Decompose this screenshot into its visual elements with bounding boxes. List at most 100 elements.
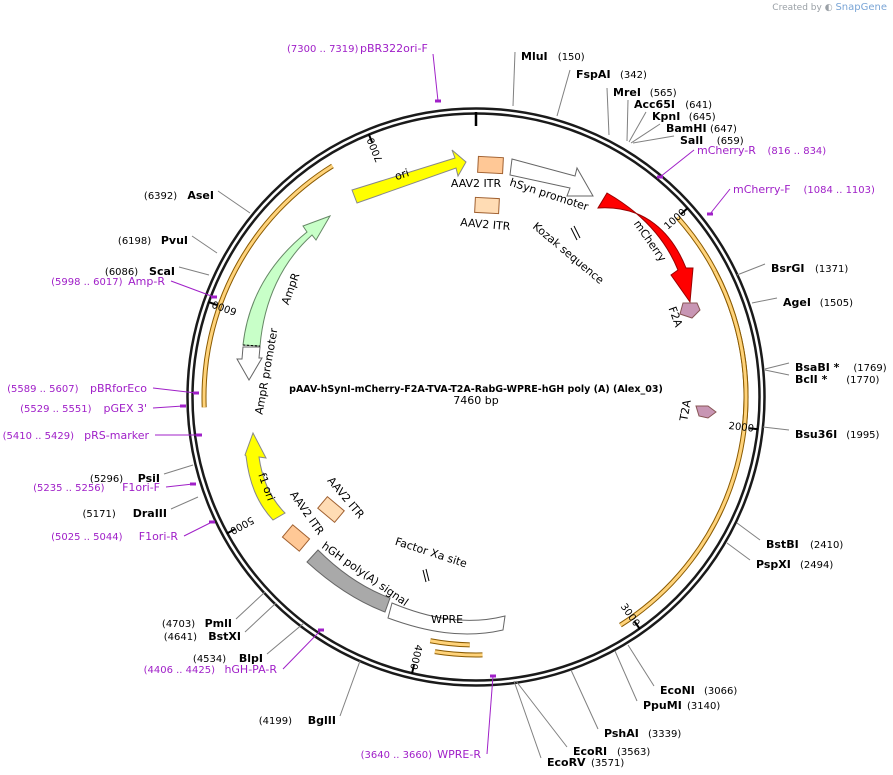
aav2-itr-feature xyxy=(477,155,504,175)
primer-range: (3640 .. 3660) xyxy=(361,750,433,761)
primer-name: F1ori-R xyxy=(139,530,179,543)
site-position: (645) xyxy=(689,112,716,123)
factor-xa-mark xyxy=(425,568,430,582)
site-position: (659) xyxy=(717,136,744,147)
site-position: (2494) xyxy=(800,560,833,571)
site-leader-line xyxy=(627,644,655,687)
site-leader-line xyxy=(570,669,599,730)
site-leader-line xyxy=(606,87,610,136)
site-name: EcoNI xyxy=(660,684,695,697)
primer-name: WPRE-R xyxy=(437,748,481,761)
orf-arc xyxy=(430,639,470,647)
site-name: PvuI xyxy=(161,234,188,247)
primer-leader-line xyxy=(282,629,322,670)
mcherry-feature xyxy=(597,192,694,304)
f1-ori-feature xyxy=(244,431,286,521)
aav2-itr-feature xyxy=(474,196,500,215)
primer-range: (7300 .. 7319) xyxy=(287,44,359,55)
site-leader-line xyxy=(339,660,361,717)
plasmid-name: pAAV-hSynI-mCherry-F2A-TVA-T2A-RabG-WPRE… xyxy=(289,384,663,395)
site-name: PshAI xyxy=(604,727,639,740)
site-position: (1371) xyxy=(815,264,848,275)
kozak-sequence-mark xyxy=(570,227,578,241)
site-name: Acc65I xyxy=(634,98,675,111)
site-name: KpnI xyxy=(652,110,680,123)
primer-name: pBRforEco xyxy=(90,382,147,395)
site-name: Bsu36I xyxy=(795,428,837,441)
primer-leader-line xyxy=(152,387,197,394)
site-position: (3563) xyxy=(617,747,650,758)
t2a-feature xyxy=(695,405,717,419)
site-name: BstBI xyxy=(766,538,799,551)
primer-range: (5235 .. 5256) xyxy=(33,483,105,494)
site-leader-line xyxy=(736,263,766,276)
site-leader-line xyxy=(736,522,761,541)
site-leader-line xyxy=(513,680,542,759)
feature-label: AAV2 ITR xyxy=(451,177,502,190)
site-position: (342) xyxy=(620,70,647,81)
site-name: BsaBI * xyxy=(795,361,840,374)
feature-label: Kozak sequence xyxy=(530,220,607,287)
scale-tick xyxy=(226,528,236,535)
primer-name: mCherry-R xyxy=(697,144,756,157)
aav2-itr-feature xyxy=(317,495,345,524)
feature-label: Factor Xa site xyxy=(393,535,468,571)
primer-leader-line xyxy=(152,405,184,409)
primer-name: F1ori-F xyxy=(122,481,160,494)
primer-range: (5998 .. 6017) xyxy=(51,277,123,288)
site-position: (3339) xyxy=(648,729,681,740)
site-position: (2410) xyxy=(810,540,843,551)
primer-name: pGEX 3' xyxy=(103,402,147,415)
site-name: AgeI xyxy=(783,296,811,309)
primer-range: (1084 .. 1103) xyxy=(804,185,876,196)
site-leader-line xyxy=(632,135,675,144)
site-leader-line xyxy=(217,190,251,214)
site-position: (4199) xyxy=(259,716,292,727)
primer-leader-line xyxy=(432,53,439,102)
primer-marker xyxy=(209,520,215,524)
site-leader-line xyxy=(726,542,751,561)
site-leader-line xyxy=(244,602,277,633)
site-name: BsrGI xyxy=(771,262,804,275)
site-name: SalI xyxy=(680,134,703,147)
site-name: BstXI xyxy=(208,630,241,643)
site-position: (1770) xyxy=(846,375,879,386)
site-leader-line xyxy=(170,496,199,510)
site-position: (3066) xyxy=(704,686,737,697)
feature-label: AmpR xyxy=(279,271,303,307)
aav2-itr-feature xyxy=(281,524,311,552)
primer-range: (5529 .. 5551) xyxy=(20,404,92,415)
site-name: MreI xyxy=(613,86,641,99)
site-leader-line xyxy=(614,650,638,702)
site-name: FspAI xyxy=(576,68,611,81)
site-leader-line xyxy=(628,111,647,143)
backbone-outer-ring xyxy=(186,107,766,687)
site-leader-line xyxy=(556,69,571,117)
site-position: (1995) xyxy=(846,430,879,441)
primer-marker xyxy=(707,212,713,216)
site-position: (5171) xyxy=(83,509,116,520)
primer-leader-line xyxy=(486,675,494,755)
site-name: BamHI xyxy=(666,122,707,135)
scale-tick xyxy=(633,621,641,630)
site-name: PpuMI xyxy=(643,699,682,712)
watermark: Created by ◐ SnapGene xyxy=(772,2,887,13)
primer-leader-line xyxy=(183,521,213,537)
orf-arc xyxy=(202,164,334,408)
f2a-feature xyxy=(679,302,701,319)
feature-label: T2A xyxy=(677,398,694,423)
hgh-polya-feature xyxy=(306,549,391,613)
primer-marker xyxy=(190,482,196,486)
site-position: (3140) xyxy=(687,701,720,712)
site-leader-line xyxy=(178,266,210,276)
site-position: (4703) xyxy=(162,619,195,630)
ori-feature xyxy=(351,149,467,204)
feature-label: AAV2 ITR xyxy=(460,216,512,233)
site-position: (647) xyxy=(710,124,737,135)
site-position: (6392) xyxy=(144,191,177,202)
site-position: (641) xyxy=(685,100,712,111)
orf-arc xyxy=(619,270,748,627)
site-leader-line xyxy=(512,51,516,107)
primer-marker xyxy=(180,404,186,408)
